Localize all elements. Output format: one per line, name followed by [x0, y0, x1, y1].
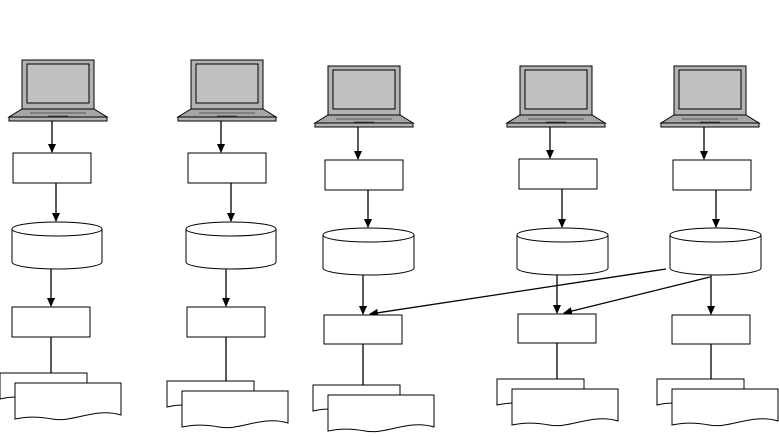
col-4-process-box-1 [518, 158, 598, 190]
col-5-process-box-1 [672, 159, 752, 191]
col-1-process-box-1 [12, 152, 92, 184]
col-2-database-icon [185, 221, 277, 270]
nodes-layer [0, 59, 779, 433]
col-4-process-box-2 [517, 313, 597, 344]
col-1-database-icon [11, 221, 103, 270]
col-2-document-stack-icon [166, 380, 289, 429]
col-5-document-stack-icon [656, 378, 779, 427]
col-4-database-icon [516, 227, 609, 276]
col-4-document-stack-icon [496, 378, 619, 427]
cross-arrow-col5-db-to-col3-box2 [369, 268, 667, 317]
col-3-process-box-1 [324, 159, 404, 191]
col-3-laptop-icon [313, 65, 415, 128]
col-4-laptop-icon [505, 65, 607, 128]
col-2-laptop-icon [176, 59, 278, 122]
col-5-process-box-2 [671, 314, 751, 345]
col-3-process-box-2 [323, 314, 403, 345]
col-1-laptop-icon [7, 59, 109, 122]
col-3-database-icon [322, 227, 415, 276]
cross-arrow-col5-db-to-col4-box2 [563, 276, 711, 315]
col-2-process-box-1 [187, 152, 267, 184]
col-2-process-box-2 [186, 306, 266, 338]
edges-layer [47, 121, 720, 394]
col-5-laptop-icon [659, 65, 761, 128]
col-1-process-box-2 [11, 306, 91, 338]
col-5-database-icon [669, 227, 762, 276]
col-1-document-stack-icon [0, 372, 122, 421]
col-3-document-stack-icon [312, 384, 435, 433]
